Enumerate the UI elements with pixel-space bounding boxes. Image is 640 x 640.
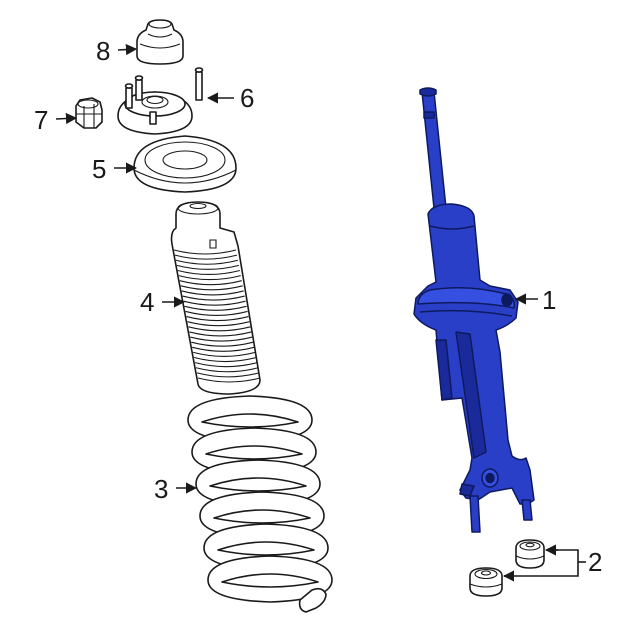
coil-ring-inner xyxy=(221,573,319,588)
leader-8 xyxy=(117,43,138,56)
boot-rib xyxy=(175,259,239,265)
callout-8: 8 xyxy=(96,36,110,66)
boot-rib xyxy=(187,321,250,327)
boot-rib xyxy=(197,377,261,383)
leader-7 xyxy=(55,112,78,125)
boot-rib xyxy=(182,295,245,301)
boot-rib xyxy=(178,275,241,281)
part-8-bumper-cap xyxy=(136,19,184,65)
boot-rib xyxy=(196,372,260,378)
boot-rib xyxy=(181,290,244,296)
part-2-nuts xyxy=(469,539,545,597)
callout-3: 3 xyxy=(154,474,168,504)
coil-ring-inner xyxy=(201,413,299,428)
coil-ring-inner xyxy=(209,477,307,492)
boot-rib xyxy=(173,249,237,255)
part-3-coil-spring xyxy=(187,395,333,613)
coil-ring-inner xyxy=(217,541,315,556)
callout-2: 2 xyxy=(588,547,602,577)
callout-1: 1 xyxy=(542,285,556,315)
boot-rib xyxy=(177,269,240,276)
boot-rib xyxy=(194,362,258,368)
part-6-upper-mount xyxy=(117,67,204,135)
part-4-dust-boot xyxy=(170,201,261,395)
callout-4: 4 xyxy=(140,287,154,317)
boot-rib xyxy=(174,254,238,260)
boot-rib xyxy=(189,331,252,337)
boot-rib xyxy=(188,326,251,332)
leader-2-bracket xyxy=(504,549,579,577)
coil-ring-inner xyxy=(213,509,311,524)
boot-rib xyxy=(185,310,248,316)
boot-rib xyxy=(179,280,242,286)
boot-rib xyxy=(194,356,257,363)
leader-lines xyxy=(55,43,586,582)
boot-rib xyxy=(192,346,255,352)
boot-rib xyxy=(183,300,246,306)
part-7-nut xyxy=(75,97,103,129)
boot-rib xyxy=(184,305,247,311)
boot-rib xyxy=(193,351,256,357)
boot-rib xyxy=(195,367,259,373)
boot-rib xyxy=(180,285,243,291)
part-5-spring-seat xyxy=(133,135,237,193)
boot-rib xyxy=(176,264,240,270)
callout-7: 7 xyxy=(34,105,48,135)
coil-ring-inner xyxy=(205,445,303,460)
callout-labels: 8 7 6 5 4 3 1 2 xyxy=(34,36,602,577)
boot-rib xyxy=(190,336,253,342)
callout-5: 5 xyxy=(92,154,106,184)
boot-rib xyxy=(186,316,249,322)
boot-rib xyxy=(191,341,254,347)
callout-6: 6 xyxy=(240,83,254,113)
part-1-strut-assembly xyxy=(413,87,535,533)
